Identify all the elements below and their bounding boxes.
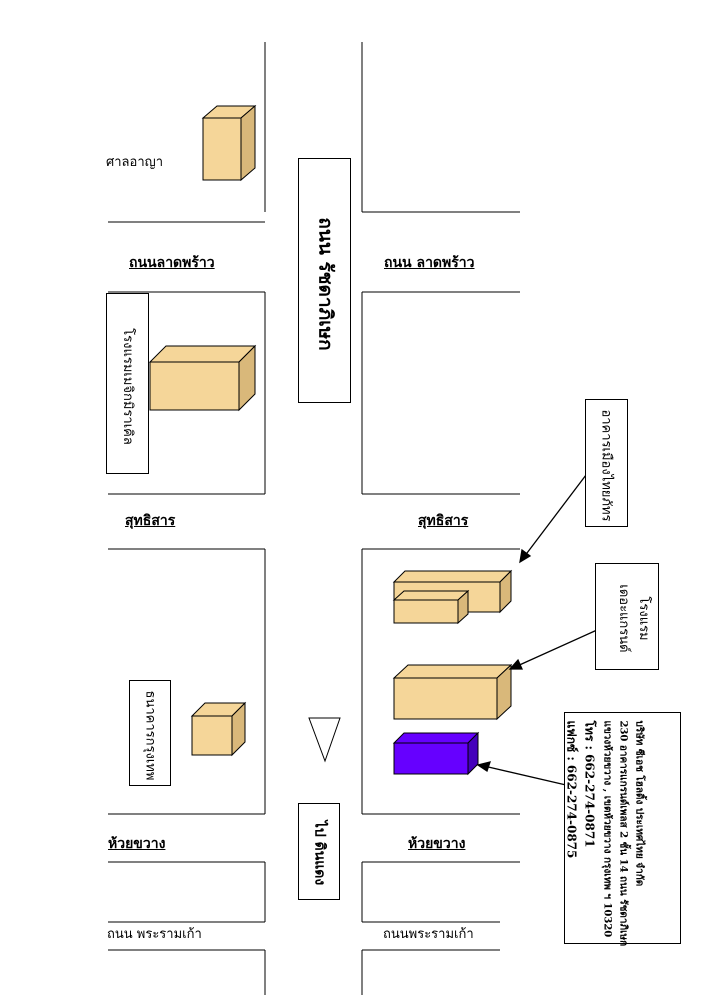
pointer-arrows (476, 474, 598, 786)
bank-label: ธนาคารกรุงเทพ (142, 690, 158, 781)
road-edges (108, 42, 520, 995)
miracle-hotel-label: โรงแรมเมจิกมิราเคิล (120, 328, 135, 445)
grand-hotel-line1: โรงแรม (636, 596, 651, 641)
company-info-box: บริษัท ซีเอช โฮลดิ้ง ประเทศไทย จำกัด 230… (564, 712, 681, 947)
road-label-sutthisan-right: สุทธิสาร (418, 513, 469, 529)
grand-hotel-line2: เดอะแกรนด์ (616, 584, 631, 653)
company-fax: แฟกซ์ : 662-274-0875 (564, 720, 579, 859)
road-label-sutthisan-left: สุทธิสาร (125, 513, 176, 529)
road-label-huai-khwang-left: ห้วยขวาง (108, 836, 166, 852)
ratchadaphisek-label: ถนน รัชดาภิเษก (314, 217, 337, 351)
road-label-rama9-left: ถนน พระรามเก้า (107, 927, 202, 942)
company-name: บริษัท ซีเอช โฮลดิ้ง ประเทศไทย จำกัด (633, 720, 645, 887)
place-box-bank: ธนาคารกรุงเทพ (129, 680, 171, 786)
place-label-court: ศาลอาญา (106, 155, 164, 170)
road-label-huai-khwang-right: ห้วยขวาง (408, 836, 466, 852)
place-box-muang-thai: อาคารเมืองไทยภัทร (585, 399, 628, 527)
direction-triangle-icon (308, 717, 341, 763)
building-muang-thai (392, 569, 513, 625)
building-bank (190, 701, 247, 757)
building-target-office (392, 731, 480, 776)
road-sign-to-dindaeng: ไป ดินแดง (298, 803, 340, 900)
building-court (201, 104, 257, 182)
place-box-miracle-hotel: โรงแรมเมจิกมิราเคิล (106, 293, 149, 474)
place-box-grand-hotel: โรงแรม เดอะแกรนด์ (595, 563, 659, 670)
road-label-lat-phrao-left: ถนนลาดพร้าว (129, 255, 215, 271)
building-miracle-hotel (148, 344, 257, 412)
to-dindaeng-label: ไป ดินแดง (311, 820, 328, 886)
muang-thai-label: อาคารเมืองไทยภัทร (598, 409, 614, 522)
company-address1: 230 อาคารแกรนด์เพลส 2 ชั้น 14 ถนน รัชดาภ… (617, 720, 629, 947)
road-label-rama9-right: ถนนพระรามเก้า (383, 927, 474, 942)
road-label-lat-phrao-right: ถนน ลาดพร้าว (384, 255, 475, 271)
company-phone: โทร : 662-274-0871 (582, 720, 597, 848)
company-address2: แขวงห้วยขวาง , เขตห้วยขวาง กรุงเทพ ฯ 103… (601, 720, 613, 938)
road-sign-ratchadaphisek: ถนน รัชดาภิเษก (298, 158, 351, 403)
building-grand-hotel (392, 663, 513, 721)
